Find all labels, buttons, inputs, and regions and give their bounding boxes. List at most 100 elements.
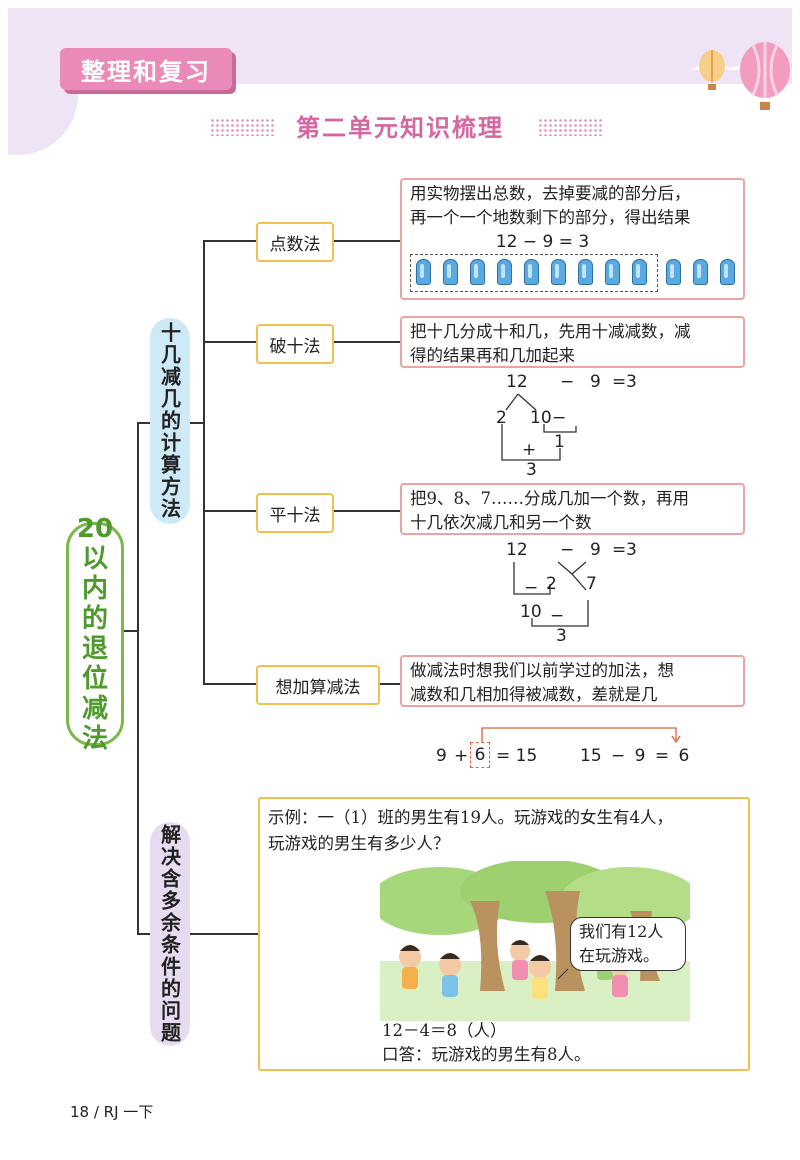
subtraction: 15 − 9 = 6 [580,746,690,766]
minuend: 12 [506,372,528,392]
main-topic-box: 20 以 内 的 退 位 减 法 [66,514,124,754]
title-dots-left [210,118,274,136]
main-topic-char: 位 [81,664,108,694]
desc-line: 把十几分成十和几，先用十减减数，减 [410,322,691,341]
result: 3 [626,540,637,560]
cup-icon [693,259,708,285]
cup-icon [551,259,566,285]
sum: = 15 [496,746,538,766]
level-ten-lines [513,561,589,627]
cup-icon [416,259,431,285]
section-badge: 整理和复习 [60,48,232,90]
crossed-group-frame [410,254,658,292]
method-level-ten-desc: 把9、8、7……分成几加一个数，再用 十几依次减几和另一个数 [400,483,745,535]
cups-row [410,254,735,292]
operator: − [560,372,575,392]
desc-line: 再一个一个地数剩下的部分，得出结果 [410,208,691,227]
cup-icon [720,259,735,285]
addend-a: 9 [436,746,447,766]
desc-line: 做减法时想我们以前学过的加法，想 [410,661,674,680]
section-calculation-methods: 十几减几的计算方法 [150,318,190,524]
method-level-ten: 平十法 [256,493,334,533]
main-topic-char: 法 [81,724,108,754]
cup-icon [578,259,593,285]
method-break-ten-desc: 把十几分成十和几，先用十减减数，减 得的结果再和几加起来 [400,316,745,368]
connector [137,422,139,934]
answer-statement: 口答：玩游戏的男生有8人。 [382,1045,591,1064]
connector [203,341,257,343]
example-question: 示例：一（1）班的男生有19人。玩游戏的女生有4人， 玩游戏的男生有多少人？ [268,805,673,857]
method-break-ten: 破十法 [256,324,334,364]
part-b: 7 [586,574,597,594]
break-ten-lines [501,393,577,461]
cup-icon [524,259,539,285]
plus: + [454,746,469,766]
cup-icon [443,259,458,285]
cup-icon [632,259,647,285]
break-ten-diagram: 12 − 9 = 3 2 10 − 1 + 3 [490,372,650,482]
final-result: 3 [556,626,567,646]
step-operator: − [552,408,567,428]
desc-line: 得的结果再和几加起来 [410,346,575,365]
subtrahend: 9 [590,372,601,392]
example-box: 示例：一（1）班的男生有19人。玩游戏的女生有4人， 玩游戏的男生有多少人？ 我… [258,797,750,1071]
connector [137,933,151,935]
main-topic-char: 退 [81,634,108,664]
title-dots-right [538,118,602,136]
connector [137,422,151,424]
cup-icon [470,259,485,285]
connector [331,240,401,242]
equation: 12 − 9 = 3 [495,232,590,252]
main-topic-char: 以 [81,544,108,574]
operator: − [560,540,575,560]
question-line: 玩游戏的男生有多少人？ [268,834,450,853]
subtrahend: 9 [590,540,601,560]
connector [203,683,257,685]
part-ones: 2 [496,408,507,428]
method-counting-desc: 用实物摆出总数，去掉要减的部分后， 再一个一个地数剩下的部分，得出结果 12 −… [400,178,745,300]
equals: = [612,372,627,392]
main-topic-char: 减 [81,694,108,724]
method-counting: 点数法 [256,222,334,262]
desc-line: 把9、8、7……分成几加一个数，再用 [410,489,689,508]
cup-icon [605,259,620,285]
main-topic-char: 20 [76,514,114,544]
equals: = [612,540,627,560]
minuend: 12 [506,540,528,560]
speech-line: 在玩游戏。 [579,946,660,965]
connector [190,933,258,935]
page-number: 18 / RJ 一下 [70,1103,154,1121]
step-result: 10 [520,602,542,622]
connector [331,510,401,512]
answer-equation: 12－4＝8（人） [382,1021,507,1040]
section-extra-conditions: 解决含多余条件的问题 [150,822,190,1046]
cup-icon [497,259,512,285]
balloons-illustration [690,42,790,110]
desc-line: 用实物摆出总数，去掉要减的部分后， [410,184,691,203]
cup-icon [666,259,681,285]
question-line: 示例：一（1）班的男生有19人。玩游戏的女生有4人， [268,808,673,827]
addend-b-highlight: 6 [470,742,490,768]
link-arrow [481,727,681,744]
speech-line: 我们有12人 [579,922,664,941]
step-operator: + [522,440,537,460]
method-think-addition-desc: 做减法时想我们以前学过的加法，想 减数和几相加得被减数，差就是几 [400,655,745,707]
connector [118,630,138,632]
step-result: 1 [554,432,565,452]
method-think-addition: 想加算减法 [256,665,380,705]
final-result: 3 [526,460,537,480]
page-title: 第二单元知识梳理 [296,114,504,142]
connector [331,341,401,343]
connector [203,240,205,684]
desc-line: 减数和几相加得被减数，差就是几 [410,685,658,704]
part-a: 2 [546,574,557,594]
main-topic-char: 的 [81,604,108,634]
result: 3 [626,372,637,392]
think-addition-diagram: 9 + 6 = 15 15 − 9 = 6 [430,724,700,774]
connector [375,683,401,685]
step-operator: − [524,578,539,598]
level-ten-diagram: 12 − 9 = 3 2 7 − 10 − 3 [490,540,650,650]
desc-line: 十几依次减几和另一个数 [410,513,592,532]
main-topic-char: 内 [81,574,108,604]
example-answer: 12－4＝8（人） 口答：玩游戏的男生有8人。 [382,1019,591,1067]
